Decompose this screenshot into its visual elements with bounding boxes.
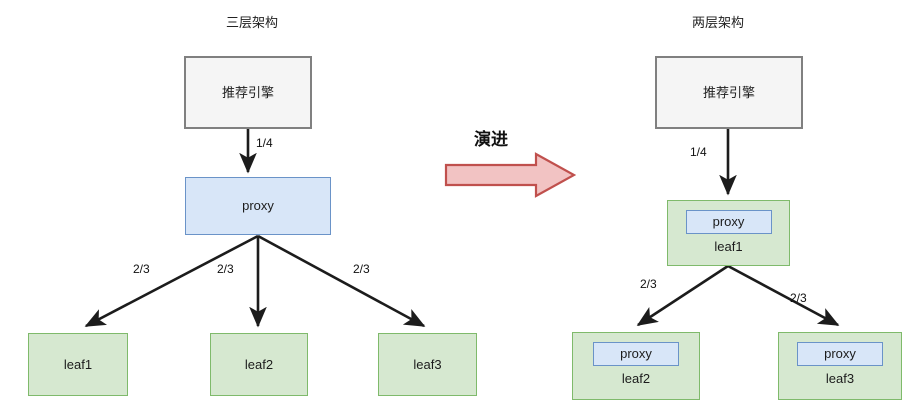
right-leaf2-node[interactable]: proxy leaf2 [572,332,700,400]
left-section-title: 三层架构 [226,15,279,30]
right-leaf3-node[interactable]: proxy leaf3 [778,332,902,400]
right-edge-label-engine-leaf1: 1/4 [690,145,707,159]
left-leaf3-node[interactable]: leaf3 [378,333,477,396]
edge-right-leaf1-leaf3 [727,264,840,327]
right-edge-label-leaf3: 2/3 [790,291,807,305]
evolve-label: 演进 [474,130,508,149]
left-proxy-node[interactable]: proxy [185,177,331,235]
right-leaf2-proxy-node[interactable]: proxy [593,342,679,366]
edge-left-proxy-leaf1 [84,234,259,328]
left-engine-node[interactable]: 推荐引擎 [184,56,312,129]
right-leaf2-proxy-label: proxy [620,346,652,362]
right-leaf2-label: leaf2 [621,371,651,386]
left-edge-label-engine-proxy: 1/4 [256,136,273,150]
right-leaf1-proxy-node[interactable]: proxy [685,210,772,234]
right-leaf1-node[interactable]: proxy leaf1 [667,200,790,266]
right-leaf3-proxy-label: proxy [824,346,856,362]
left-edge-label-leaf1: 2/3 [133,262,150,276]
edge-left-proxy-leaf3 [257,234,426,328]
left-leaf2-label: leaf2 [244,356,274,372]
edge-right-leaf1-leaf2 [636,264,729,327]
left-leaf1-node[interactable]: leaf1 [28,333,128,396]
left-edge-label-leaf3: 2/3 [353,262,370,276]
left-proxy-label: proxy [242,198,274,214]
left-leaf1-label: leaf1 [63,356,93,372]
right-leaf1-proxy-label: proxy [712,214,745,230]
right-leaf1-label: leaf1 [714,239,743,254]
left-engine-label: 推荐引擎 [221,84,274,100]
right-leaf3-label: leaf3 [825,371,855,386]
right-leaf3-proxy-node[interactable]: proxy [797,342,883,366]
left-leaf2-node[interactable]: leaf2 [210,333,308,396]
right-engine-node[interactable]: 推荐引擎 [655,56,803,129]
right-engine-label: 推荐引擎 [702,84,755,100]
left-leaf3-label: leaf3 [413,356,442,372]
left-edge-label-leaf2: 2/3 [217,262,234,276]
right-edge-label-leaf2: 2/3 [640,277,657,291]
right-section-title: 两层架构 [692,15,745,30]
evolve-arrow-icon [444,152,576,198]
